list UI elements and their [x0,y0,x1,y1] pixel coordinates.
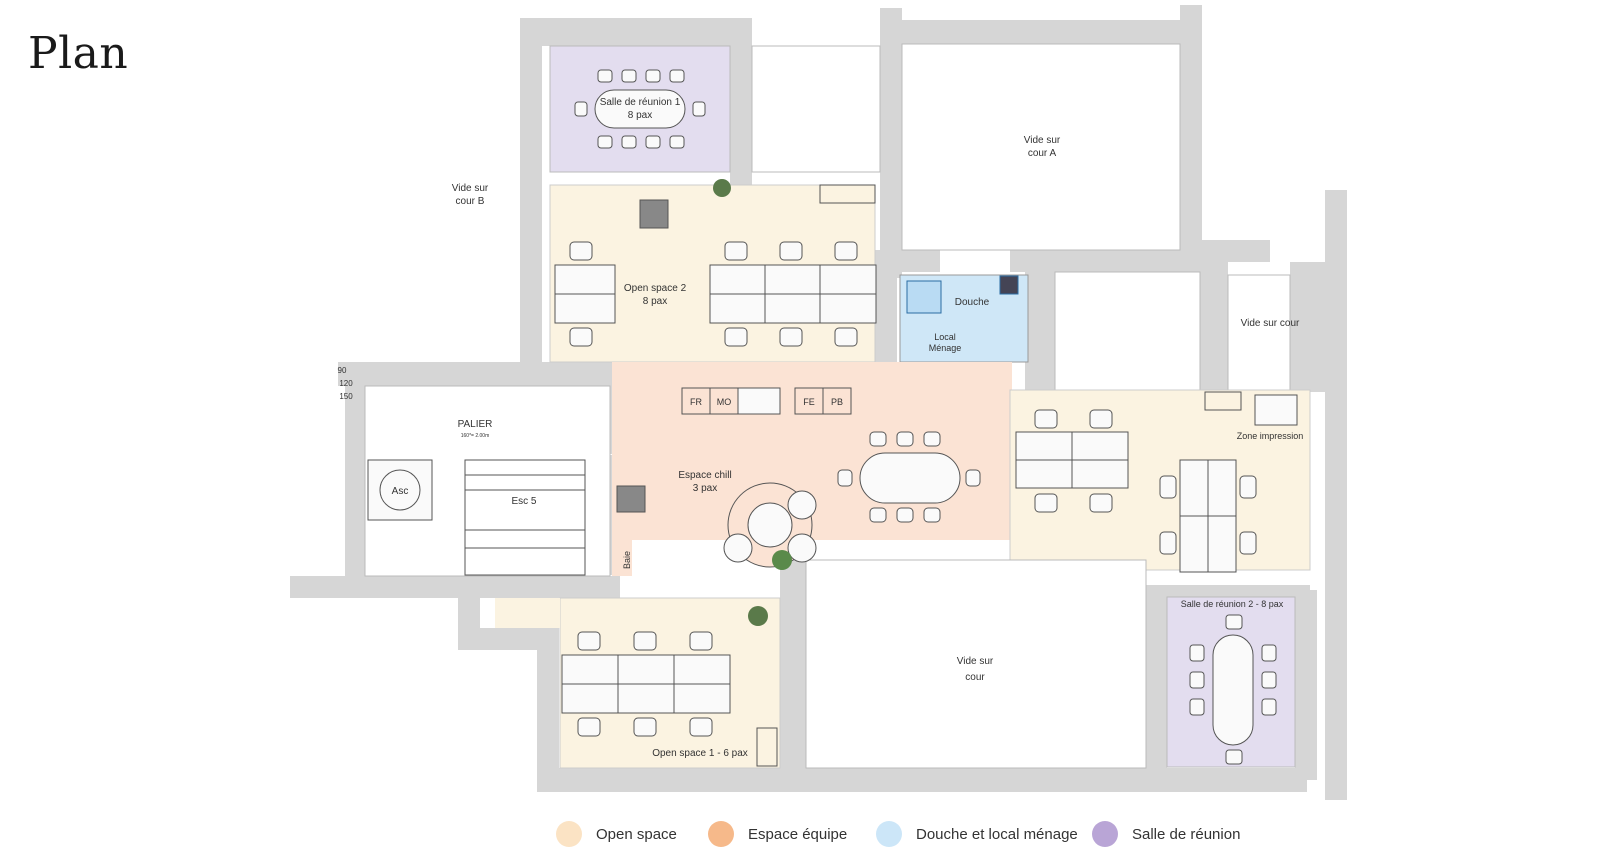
plant-icon [713,179,768,626]
label-vide-sur-cour-center: Vide sur [957,656,994,667]
label-pb: PB [831,397,843,407]
svg-text:160*= 2.00m: 160*= 2.00m [461,433,490,439]
kitchen-row [681,387,852,415]
svg-text:cour: cour [965,672,985,683]
dim-150: 150 [339,392,353,401]
label-mo: MO [717,397,732,407]
shower [906,275,1019,314]
label-baie: Baie [622,551,632,569]
page-title: Plan [28,28,129,79]
label-palier: PALIER [458,419,493,430]
svg-text:3 pax: 3 pax [693,483,717,494]
meeting-table-2 [1189,614,1277,765]
legend-swatch-douche [876,821,902,847]
legend: Open space Espace équipe Douche et local… [0,820,1620,850]
label-local-menage: Local [934,332,956,342]
legend-salle-reunion: Salle de réunion [1092,820,1240,848]
legend-douche: Douche et local ménage [876,820,1078,848]
team-table [837,431,981,523]
label-salle-reunion-1: Salle de réunion 1 [600,97,681,108]
label-vide-cour-a: Vide sur [1024,135,1061,146]
label-douche: Douche [955,297,990,308]
label-open-space-1: Open space 1 - 6 pax [652,748,748,759]
legend-espace-equipe: Espace équipe [708,820,847,848]
svg-text:8 pax: 8 pax [628,110,652,121]
legend-open-space: Open space [556,820,677,848]
label-fr: FR [690,397,702,407]
label-open-space-2: Open space 2 [624,283,687,294]
svg-text:Ménage: Ménage [929,343,962,353]
label-esc: Esc 5 [511,496,536,507]
label-espace-chill: Espace chill [678,470,731,481]
meeting-table-1 [574,69,706,149]
label-vide-cour-b: Vide sur [452,183,489,194]
desks-open-space-2 [554,184,877,347]
svg-text:cour B: cour B [456,196,485,207]
legend-swatch-open-space [556,821,582,847]
svg-text:cour A: cour A [1028,148,1057,159]
dim-90: 90 [338,366,347,375]
svg-text:8 pax: 8 pax [643,296,667,307]
label-vide-sur-cour-right: Vide sur cour [1241,318,1300,329]
label-asc: Asc [392,486,409,497]
desks-open-space-right [1015,391,1298,573]
label-fe: FE [803,397,815,407]
legend-swatch-salle-reunion [1092,821,1118,847]
elevator-stairs [367,459,586,576]
legend-swatch-espace-equipe [708,821,734,847]
dim-120: 120 [339,379,353,388]
chill-sofa [616,482,817,570]
desks-open-space-1 [561,631,778,767]
label-salle-reunion-2: Salle de réunion 2 - 8 pax [1181,599,1284,609]
label-zone-impression: Zone impression [1237,431,1304,441]
